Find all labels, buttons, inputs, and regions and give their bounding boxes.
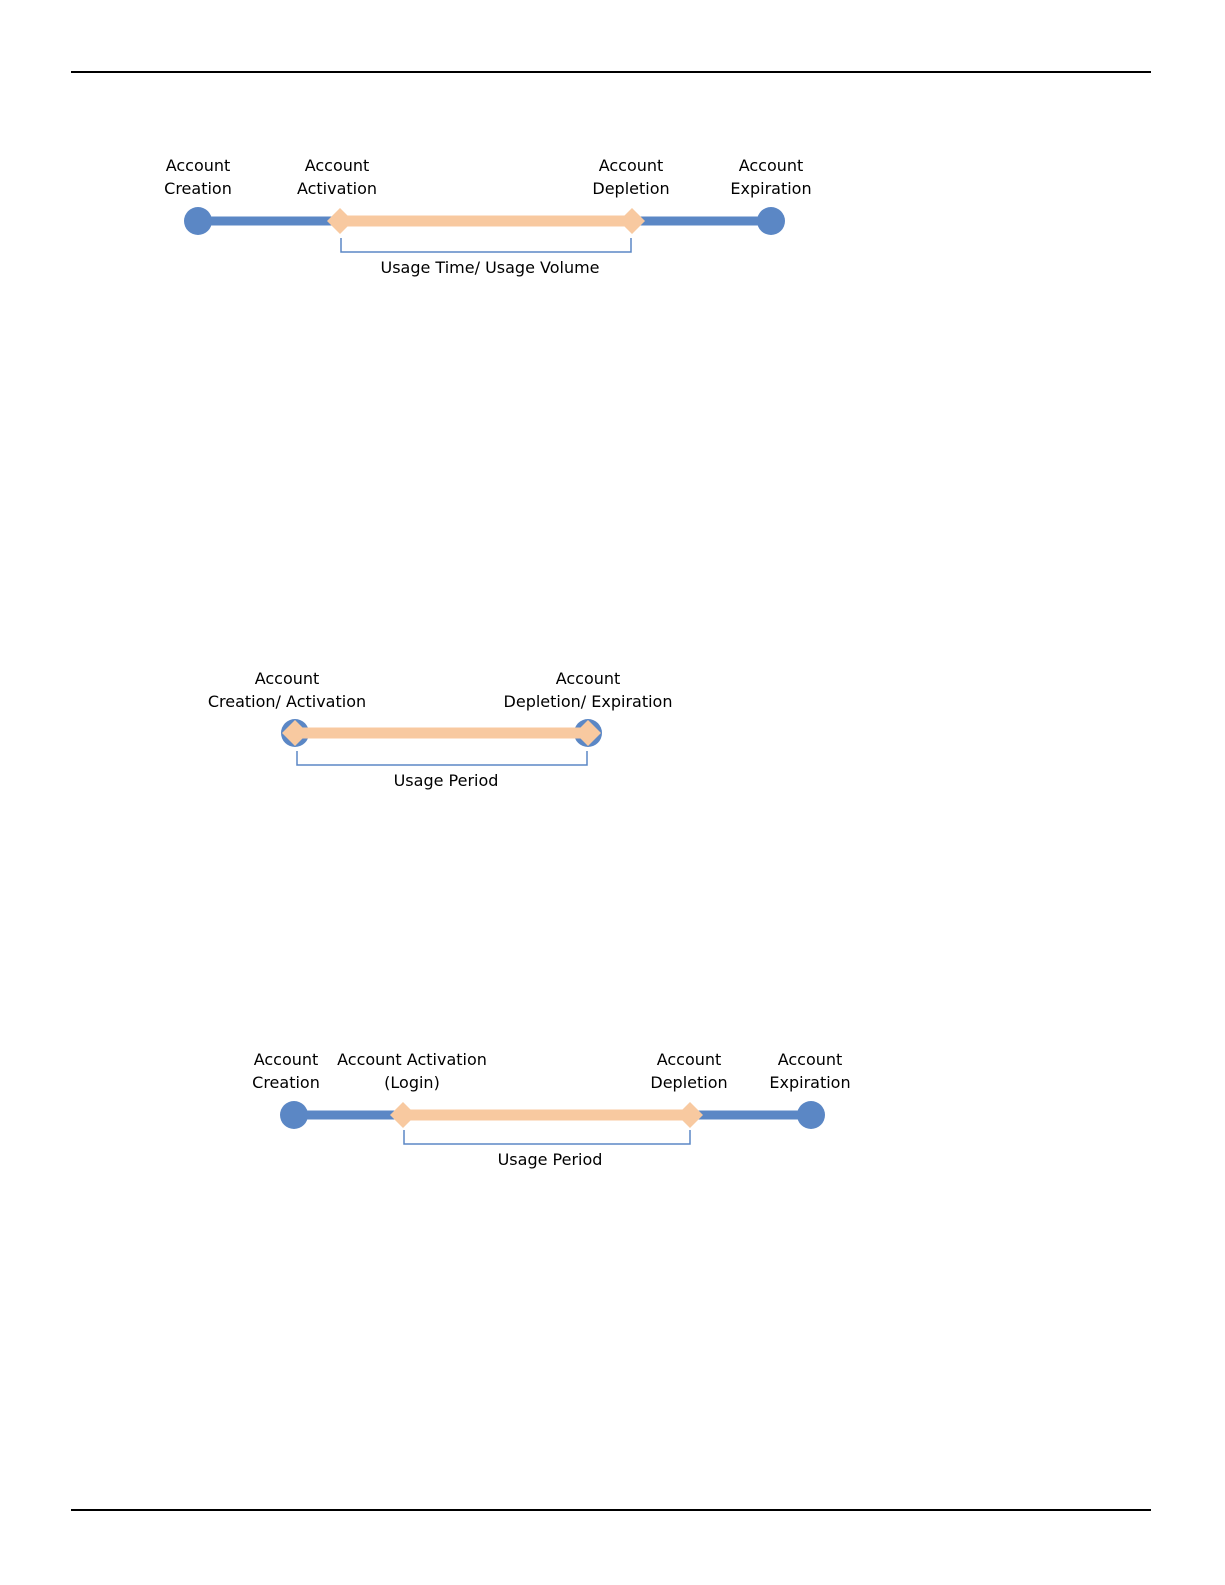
depletion-diamond xyxy=(677,1102,703,1128)
usage-bracket xyxy=(404,1130,690,1144)
creation-node xyxy=(280,1101,308,1129)
bracket-label: Usage Period xyxy=(498,1150,603,1170)
expiration-node xyxy=(797,1101,825,1129)
footer-rule xyxy=(71,1509,1151,1511)
lifecycle-diagram-3-graphic xyxy=(0,0,1225,1200)
activation-diamond xyxy=(390,1102,416,1128)
activation-label: Account Activation(Login) xyxy=(337,1048,487,1094)
